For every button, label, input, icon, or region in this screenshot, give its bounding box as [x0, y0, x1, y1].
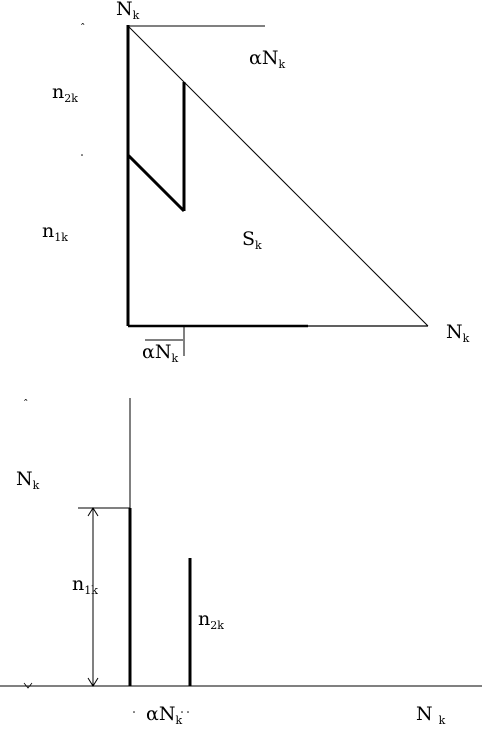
bottom-left-tick	[23, 682, 33, 689]
label-top-n: Nk	[116, 0, 140, 22]
n1-arrowhead-bottom	[87, 677, 99, 687]
n1-arrowhead-top	[87, 507, 99, 517]
label-alpha-top: αNk	[249, 47, 285, 71]
label-axis-n-bottom: N k	[416, 703, 446, 727]
alpha-right-dot-2	[187, 711, 189, 713]
alpha-right-dot-1	[181, 711, 183, 713]
inner-diagonal-line	[126, 153, 186, 213]
label-alpha-n-bottom: αNk	[146, 703, 182, 727]
bottom-diagram: ˆ Nk n1k n2k αNk N k	[0, 398, 482, 727]
label-alpha-bottom: αNk	[142, 341, 178, 365]
alpha-left-dot	[133, 711, 135, 713]
label-n1-bottom: n1k	[72, 573, 98, 597]
label-n2-bottom: n2k	[198, 608, 224, 632]
top-diagram: ˆ Nk αNk n2k n1k Sk Nk αNk	[42, 0, 470, 365]
label-n2-top: n2k	[52, 81, 78, 105]
top-axis-caret: ˆ	[80, 22, 86, 35]
triangle-hypotenuse	[127, 25, 429, 327]
label-n1-top: n1k	[42, 220, 68, 244]
label-area-s: Sk	[242, 228, 262, 252]
top-axis-dot	[81, 154, 83, 156]
label-right-n: Nk	[446, 321, 470, 345]
label-n-bottom: Nk	[16, 468, 40, 492]
bottom-axis-caret: ˆ	[23, 398, 29, 411]
